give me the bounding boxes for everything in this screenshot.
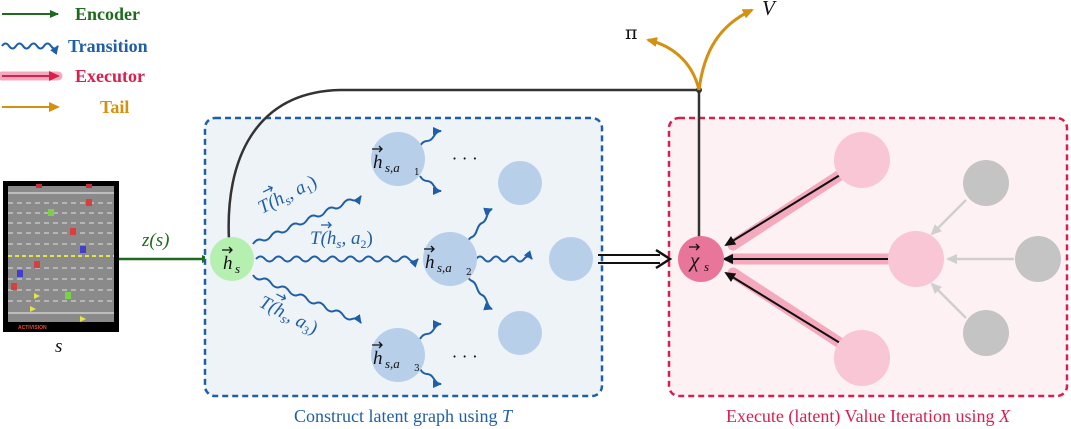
label-h-s: h s (222, 246, 240, 276)
gray-node-bottom (963, 310, 1009, 356)
transitions-level2 (419, 127, 533, 388)
legend-transition-label: Transition (68, 36, 148, 56)
svg-text:h: h (373, 152, 383, 173)
vector-arrow-icon (424, 245, 435, 253)
executor-edges (722, 174, 888, 344)
transition-label-a2: T(hs, a2) (310, 221, 373, 251)
label-h-s-a1: h s,a 1 (372, 145, 420, 178)
legend-tail-label: Tail (100, 97, 129, 117)
transitions-level1 (252, 195, 419, 324)
transition-a1 (252, 195, 362, 245)
node-h-s (210, 237, 254, 281)
vector-arrow-icon (372, 341, 383, 349)
vector-arrow-icon (372, 145, 383, 153)
vector-arrow-icon (262, 185, 273, 193)
gray-node-top (963, 160, 1009, 206)
legend-transition: Transition (1, 36, 148, 56)
svg-text:T(hs, a2): T(hs, a2) (310, 228, 373, 251)
double-arrow (598, 248, 673, 270)
node-h-s-a3 (371, 328, 425, 382)
latent-graph-nodes (210, 132, 593, 382)
legend: Encoder Transition Executor Tail (0, 4, 148, 117)
construct-caption: Construct latent graph using T (294, 406, 514, 426)
node-h-s-a1 (371, 132, 425, 186)
game-logo: ACTIVISION (18, 325, 47, 331)
vector-arrow-icon (689, 243, 700, 251)
transition-a2 (255, 255, 419, 268)
transition-a3 (252, 274, 362, 324)
encoder-arrow: z(s) (119, 230, 211, 263)
svg-text:s,a: s,a (385, 356, 400, 371)
game-road (8, 186, 114, 322)
exec-node-top (834, 132, 890, 188)
exec-node-mid (888, 231, 944, 287)
legend-encoder-label: Encoder (75, 4, 140, 24)
svg-text:1: 1 (414, 168, 420, 178)
svg-text:h: h (223, 253, 233, 274)
node-leaf-1 (498, 161, 542, 205)
svg-text:s: s (704, 259, 709, 274)
svg-text:s: s (235, 261, 240, 276)
encoder-label: z(s) (141, 230, 169, 251)
executor-gray-edges (930, 199, 1014, 319)
exec-node-bottom (834, 330, 890, 386)
execute-caption: Execute (latent) Value Iteration using X (726, 406, 1011, 427)
transition-arrow-icon (1, 42, 59, 55)
svg-text:s,a: s,a (437, 260, 452, 275)
value-arrow (697, 8, 754, 91)
svg-text:h: h (425, 252, 435, 273)
legend-executor-label: Executor (75, 66, 145, 86)
gray-node-mid (1015, 236, 1061, 282)
ellipsis-bottom: · · · (452, 347, 477, 366)
node-labels: h s h s,a 1 h s,a 2 h s,a 3 · · · · · · (222, 145, 477, 374)
node-leaf-3 (498, 311, 542, 355)
state-label: s (55, 336, 62, 357)
vector-arrow-icon (222, 246, 233, 254)
label-h-s-a2: h s,a 2 (424, 245, 472, 278)
legend-encoder: Encoder (2, 4, 140, 24)
policy-label: π (625, 22, 638, 44)
svg-text:χ: χ (688, 248, 700, 272)
node-leaf-2 (549, 237, 593, 281)
node-chi-s (678, 236, 724, 282)
legend-tail: Tail (2, 97, 129, 117)
policy-arrow (646, 37, 701, 91)
skip-connection (227, 88, 699, 241)
node-h-s-a2 (423, 232, 477, 286)
svg-text:3: 3 (414, 364, 420, 374)
game-screen: ACTIVISION s (3, 181, 119, 357)
vector-arrow-icon (321, 221, 332, 229)
label-h-s-a3: h s,a 3 (372, 341, 420, 374)
label-chi-s: χ s (688, 243, 709, 274)
svg-text:h: h (373, 348, 383, 369)
svg-text:s,a: s,a (385, 160, 400, 175)
vector-arrow-icon (276, 293, 287, 301)
svg-text:2: 2 (466, 268, 472, 278)
value-label: V (762, 0, 777, 20)
legend-executor: Executor (0, 66, 145, 86)
ellipsis-top: · · · (452, 149, 477, 168)
executor-nodes (678, 132, 1061, 386)
tail-heads: π V (625, 0, 777, 91)
